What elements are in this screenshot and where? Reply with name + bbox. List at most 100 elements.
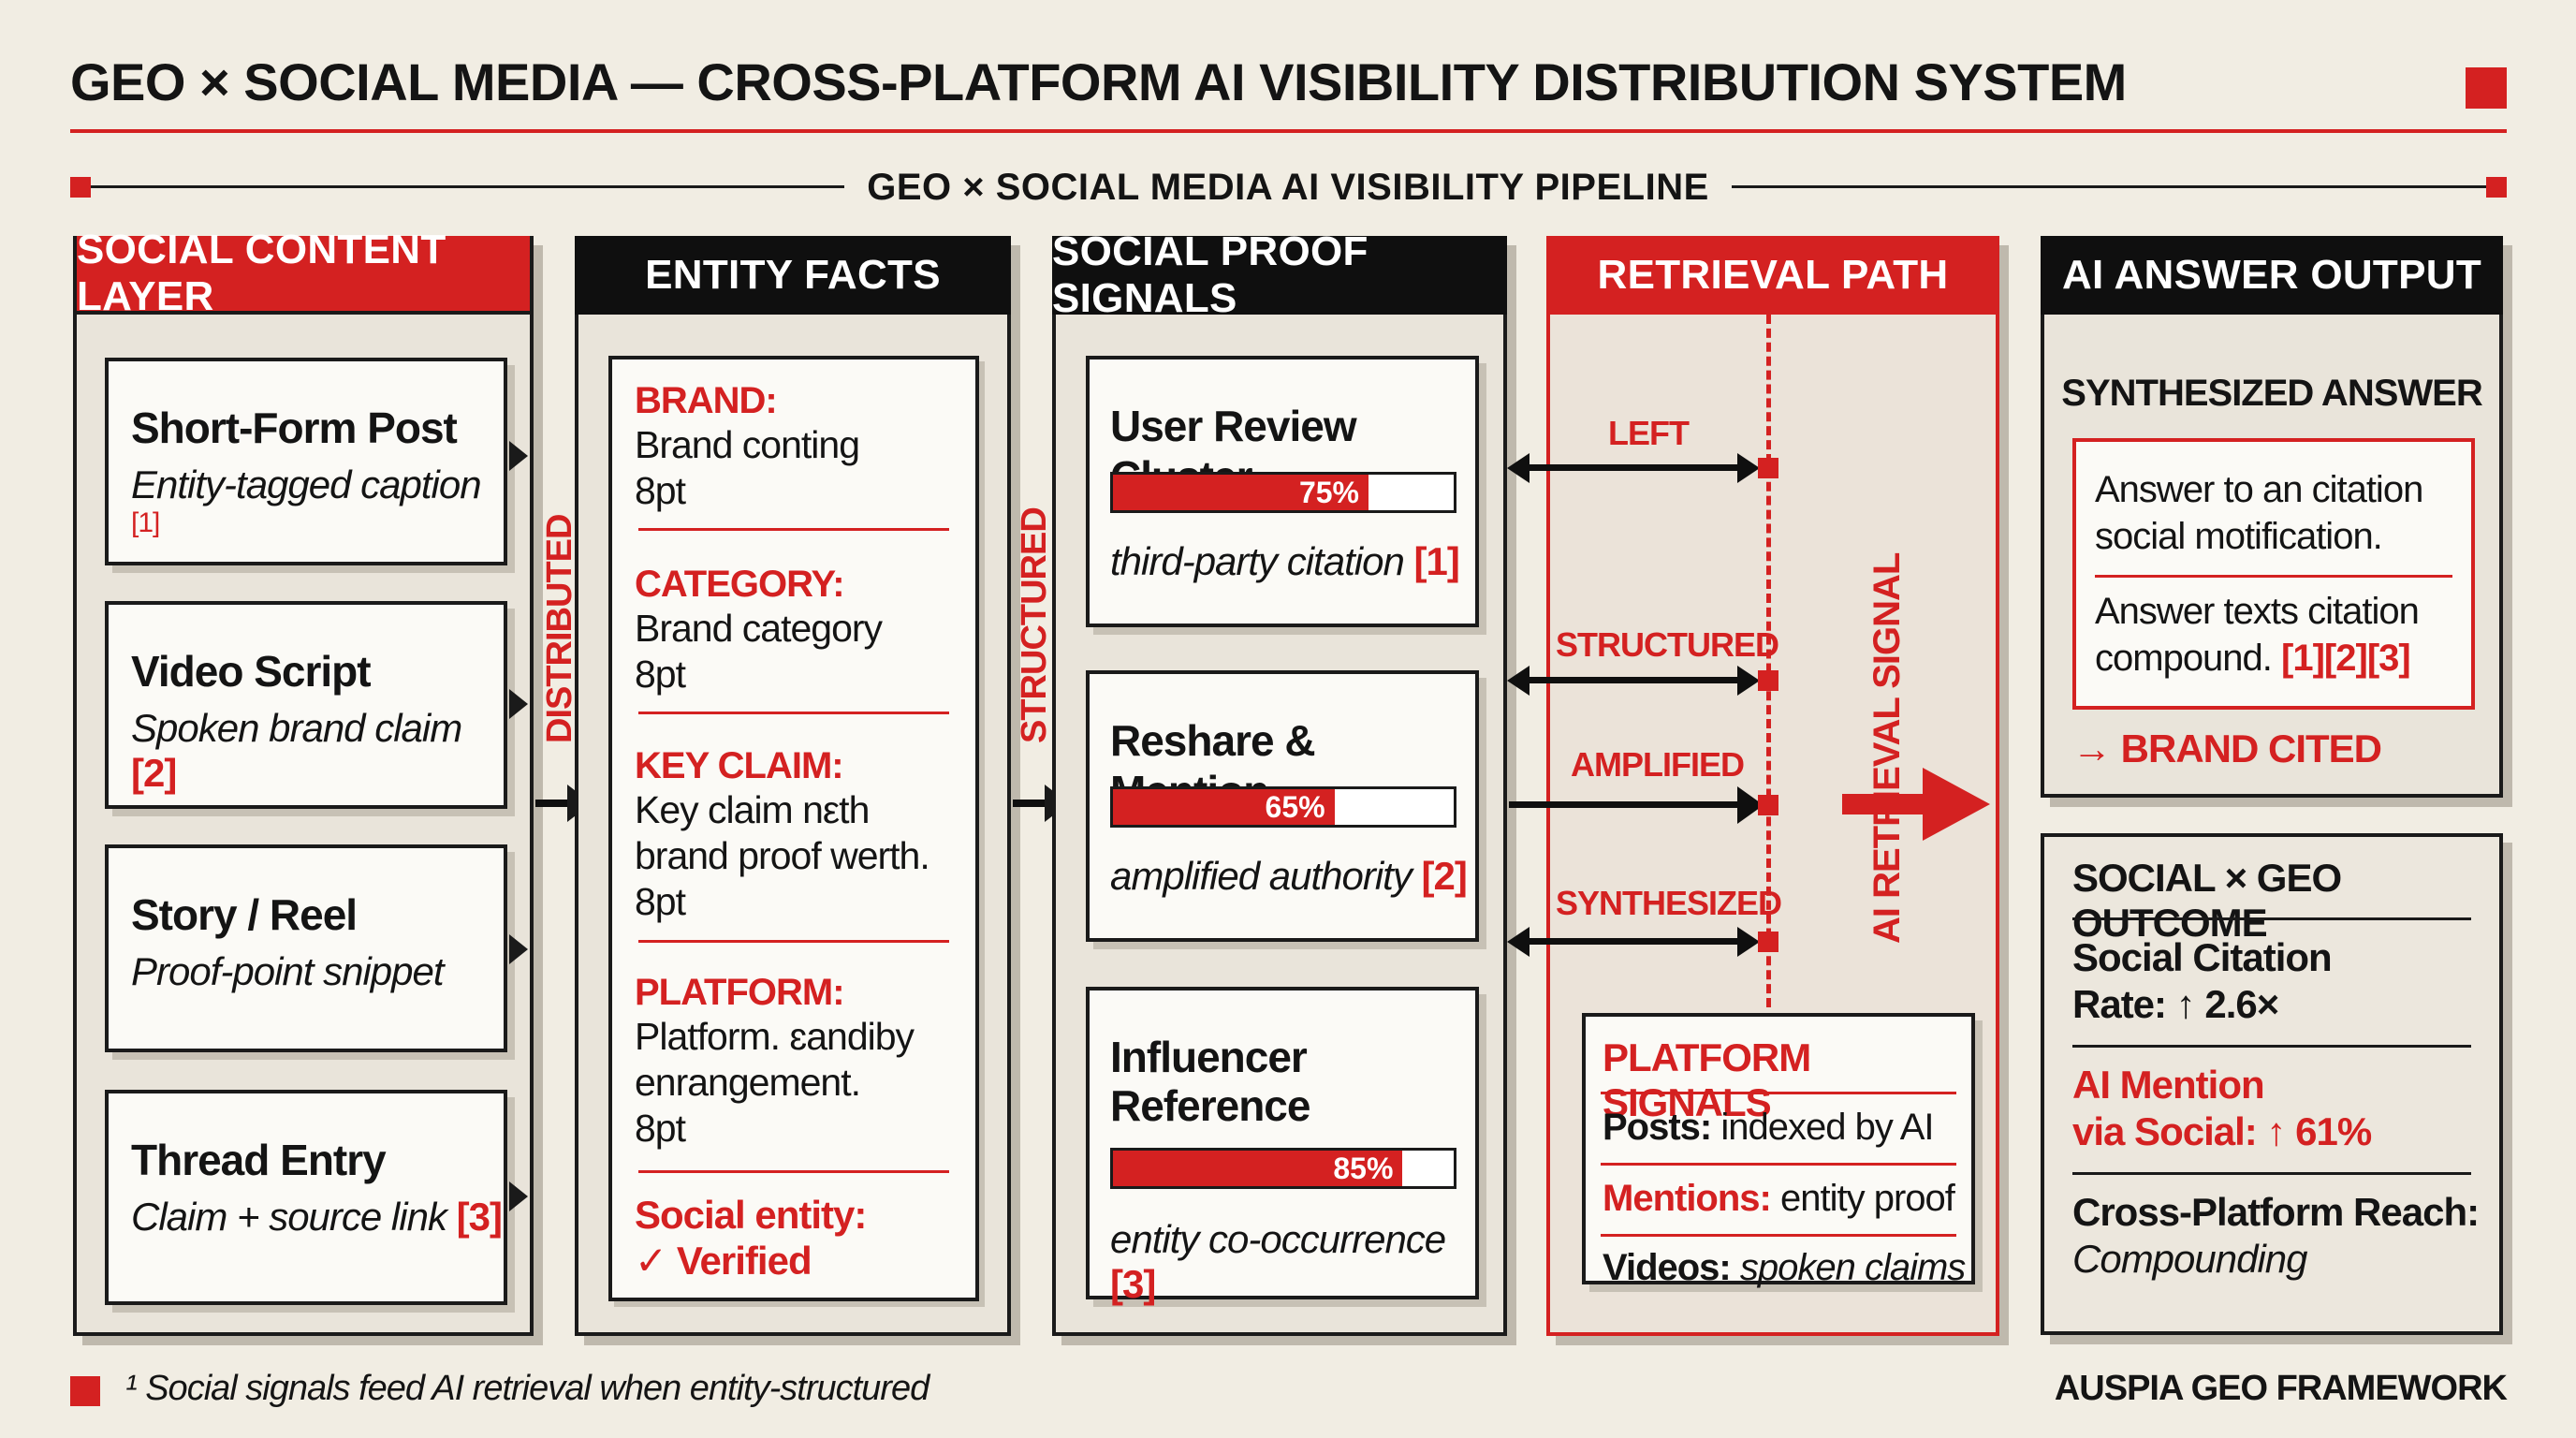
platform-signals-heading: PLATFORM SIGNALS bbox=[1603, 1035, 1811, 1124]
fact-body: brand proof werth. bbox=[635, 834, 930, 877]
progress-bar: 85% bbox=[1110, 1148, 1456, 1189]
fact-label: CATEGORY: bbox=[635, 564, 845, 605]
card-title: Thread Entry bbox=[131, 1136, 387, 1184]
entity-facts-card: BRAND: Brand conting 8pt CATEGORY: Brand… bbox=[608, 356, 979, 1301]
short-form-post-card: Short-Form Post Entity-tagged caption [1… bbox=[105, 358, 507, 565]
fact-body: Brand category bbox=[635, 607, 883, 650]
social-content-column: SOCIAL CONTENT LAYER Short-Form Post Ent… bbox=[73, 227, 534, 1336]
card-subtitle: Proof-point snippet bbox=[131, 949, 445, 993]
card-title: Influencer bbox=[1110, 1033, 1308, 1081]
fact-divider bbox=[638, 940, 949, 943]
card-subtitle: entity co-occurrence [3] bbox=[1110, 1217, 1446, 1306]
fact-key-claim: KEY CLAIM: Key claim nεth brand proof we… bbox=[635, 745, 930, 925]
answer-text: Answer texts citation compound. [1][2][3… bbox=[2095, 591, 2420, 679]
social-entity-label: Social entity: bbox=[635, 1193, 867, 1237]
fact-label: BRAND: bbox=[635, 380, 778, 421]
footnote: ¹ Social signals feed AI retrieval when … bbox=[125, 1369, 929, 1408]
framework-brand: AUSPIA GEO FRAMEWORK bbox=[2054, 1369, 2508, 1408]
arrow-right-icon bbox=[1737, 453, 1760, 483]
retrieval-path-header: RETRIEVAL PATH bbox=[1546, 236, 1999, 315]
fact-platform: PLATFORM: Platform. ɛandiby enrangement.… bbox=[635, 972, 915, 1152]
fact-category: CATEGORY: Brand category 8pt bbox=[635, 564, 883, 697]
arrow-left-icon bbox=[1507, 927, 1530, 957]
fact-size: 8pt bbox=[635, 469, 686, 512]
divider bbox=[2072, 1045, 2471, 1048]
ai-answer-output-header: AI ANSWER OUTPUT bbox=[2041, 236, 2503, 315]
progress-bar: 75% bbox=[1110, 472, 1456, 513]
ai-mention-via-social: AI Mention via Social: ↑ 61% bbox=[2072, 1063, 2372, 1153]
pipeline-right-marker bbox=[2486, 177, 2507, 198]
fact-size: 8pt bbox=[635, 880, 686, 923]
fact-divider bbox=[638, 528, 949, 531]
divider bbox=[1601, 1092, 1956, 1094]
fact-size: 8pt bbox=[635, 1107, 686, 1150]
fact-label: PLATFORM: bbox=[635, 972, 845, 1013]
signal-node bbox=[1758, 458, 1778, 478]
progress-fill: 85% bbox=[1113, 1151, 1403, 1186]
reshare-mention-card: Reshare & Mention 65% amplified authorit… bbox=[1086, 670, 1479, 942]
story-reel-card: Story / Reel Proof-point snippet bbox=[105, 844, 507, 1052]
title-square-marker bbox=[2466, 67, 2507, 109]
output-arrow-shaft bbox=[1842, 794, 1926, 814]
retrieval-dashed-line bbox=[1766, 315, 1771, 1007]
output-arrow-icon bbox=[1923, 768, 1990, 841]
user-review-card: User Review Cluster 75% third-party cita… bbox=[1086, 356, 1479, 627]
card-subtitle: Spoken brand claim [2] bbox=[131, 706, 462, 795]
social-content-header: SOCIAL CONTENT LAYER bbox=[73, 227, 534, 319]
fact-divider bbox=[638, 712, 949, 714]
signal-node bbox=[1758, 795, 1778, 815]
signal-label-left: LEFT bbox=[1608, 414, 1690, 452]
social-proof-column: SOCIAL PROOF SIGNALS User Review Cluster… bbox=[1052, 228, 1507, 1336]
footnote-marker bbox=[70, 1376, 100, 1406]
ai-retrieval-signal-label: AI RETRIEVAL SIGNAL bbox=[1866, 552, 1908, 944]
card-title: Reference bbox=[1110, 1081, 1310, 1130]
cross-platform-reach: Cross-Platform Reach: Compounding bbox=[2072, 1190, 2480, 1281]
platform-signal-row: Mentions: entity proof bbox=[1603, 1178, 1955, 1219]
arrow-right-icon bbox=[1737, 666, 1760, 696]
fact-divider bbox=[638, 1170, 949, 1173]
answer-text: Answer to an citation social motificatio… bbox=[2095, 469, 2423, 557]
platform-signals-card: PLATFORM SIGNALS Posts: indexed by AI Me… bbox=[1582, 1013, 1975, 1288]
arrow-right-icon bbox=[1737, 927, 1760, 957]
page-title: GEO × SOCIAL MEDIA — CROSS-PLATFORM AI V… bbox=[70, 52, 2127, 111]
arrow-right-icon bbox=[509, 689, 528, 719]
signal-label-amplified: AMPLIFIED bbox=[1571, 745, 1745, 784]
outcome-heading: SOCIAL × GEO OUTCOME bbox=[2072, 856, 2342, 945]
connector-synthesized bbox=[1528, 938, 1743, 945]
social-proof-header: SOCIAL PROOF SIGNALS bbox=[1052, 228, 1507, 321]
card-subtitle: Claim + source link [3] bbox=[131, 1195, 503, 1239]
card-subtitle: third-party citation [1] bbox=[1110, 539, 1460, 583]
signal-label-synthesized: SYNTHESIZED bbox=[1556, 884, 1782, 922]
social-geo-outcome-panel: SOCIAL × GEO OUTCOME Social Citation Rat… bbox=[2041, 833, 2503, 1335]
arrow-right-icon bbox=[509, 1181, 528, 1211]
connector-structured bbox=[1528, 677, 1743, 683]
progress-fill: 75% bbox=[1113, 475, 1368, 510]
structured-label: STRUCTURED bbox=[1015, 507, 1054, 743]
connector-left bbox=[1528, 464, 1743, 471]
connector-amplified bbox=[1509, 801, 1743, 808]
social-citation-rate: Social Citation Rate: ↑ 2.6× bbox=[2072, 935, 2333, 1026]
video-script-card: Video Script Spoken brand claim [2] bbox=[105, 601, 507, 809]
flow-arrow-shaft bbox=[1013, 800, 1050, 807]
divider bbox=[2072, 1172, 2471, 1175]
signal-node bbox=[1758, 932, 1778, 952]
card-title: Short-Form Post bbox=[131, 404, 458, 452]
verified-badge: ✓ Verified bbox=[635, 1239, 812, 1283]
card-title: Story / Reel bbox=[131, 890, 358, 939]
signal-label-structured: STRUCTURED bbox=[1556, 625, 1779, 664]
arrow-right-icon bbox=[509, 934, 528, 964]
arrow-left-icon bbox=[1507, 453, 1530, 483]
fact-body: Platform. ɛandiby bbox=[635, 1015, 915, 1058]
platform-signal-row: Videos: spoken claims bbox=[1603, 1247, 1966, 1288]
social-entity-status: Social entity: ✓ Verified bbox=[635, 1193, 867, 1284]
distributed-label: DISTRIBUTED bbox=[540, 514, 579, 743]
pipeline-left-marker bbox=[70, 177, 91, 198]
influencer-reference-card: Influencer Reference 85% entity co-occur… bbox=[1086, 987, 1479, 1306]
fact-body: Brand conting bbox=[635, 423, 860, 466]
platform-signal-row: Posts: indexed by AI bbox=[1603, 1107, 1935, 1148]
divider bbox=[2072, 917, 2471, 920]
brand-cited-label: → BRAND CITED bbox=[2072, 726, 2382, 770]
arrow-left-icon bbox=[1507, 666, 1530, 696]
title-divider bbox=[70, 129, 2507, 133]
fact-body: enrangement. bbox=[635, 1061, 861, 1104]
